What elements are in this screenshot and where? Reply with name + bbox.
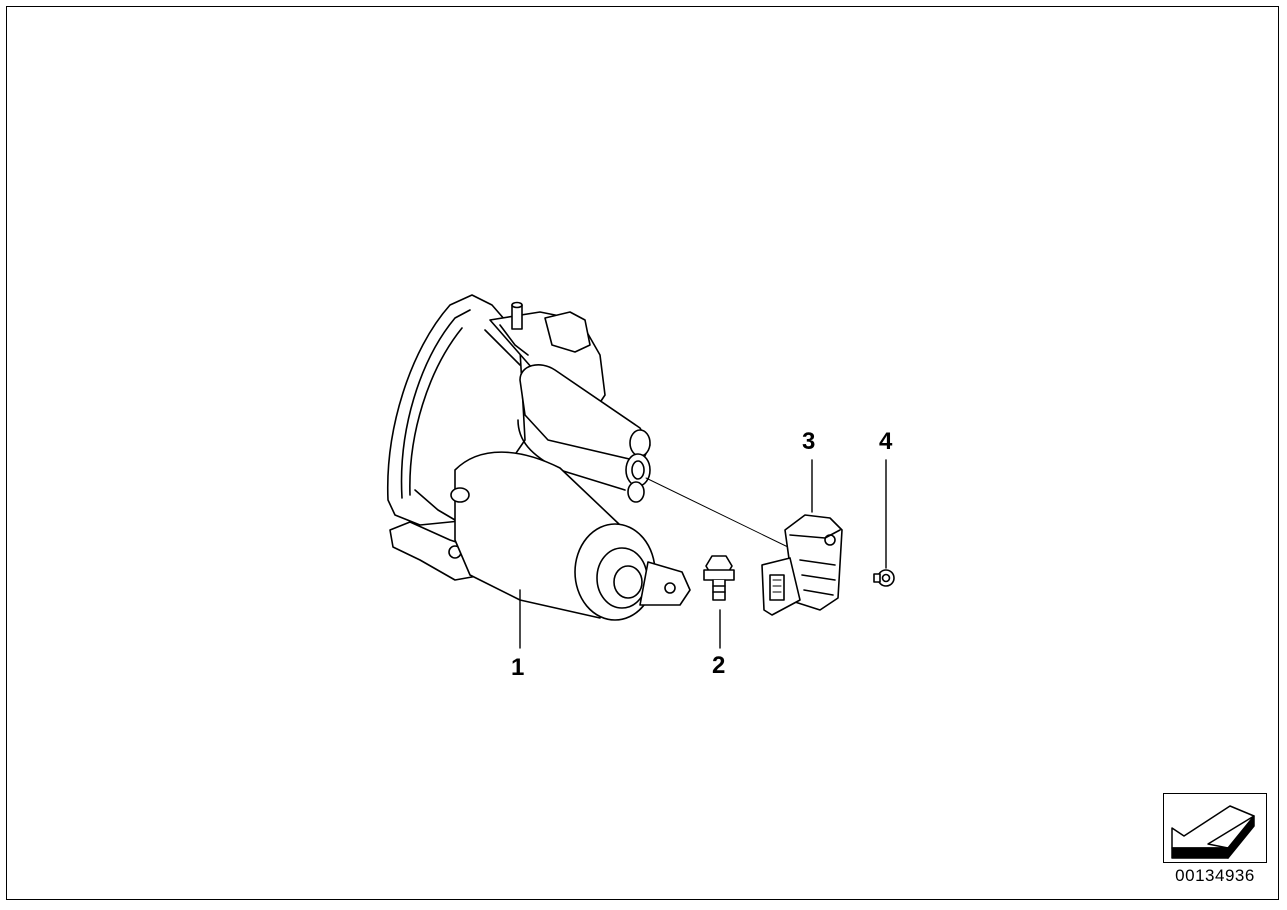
assembly-line xyxy=(645,477,791,549)
part-2-bolt[interactable] xyxy=(703,555,735,649)
part-4-screw[interactable] xyxy=(873,459,895,587)
part-3-sensor[interactable] xyxy=(761,459,843,616)
callout-1[interactable]: 1 xyxy=(511,654,525,681)
callout-2[interactable]: 2 xyxy=(712,652,726,679)
part-1-actuator[interactable] xyxy=(386,294,691,649)
callout-3[interactable]: 3 xyxy=(802,428,816,455)
next-page-button[interactable] xyxy=(1163,793,1267,863)
callout-4[interactable]: 4 xyxy=(879,428,893,455)
diagram-number: 00134936 xyxy=(1175,866,1255,885)
next-page-arrow-icon xyxy=(1171,805,1255,859)
